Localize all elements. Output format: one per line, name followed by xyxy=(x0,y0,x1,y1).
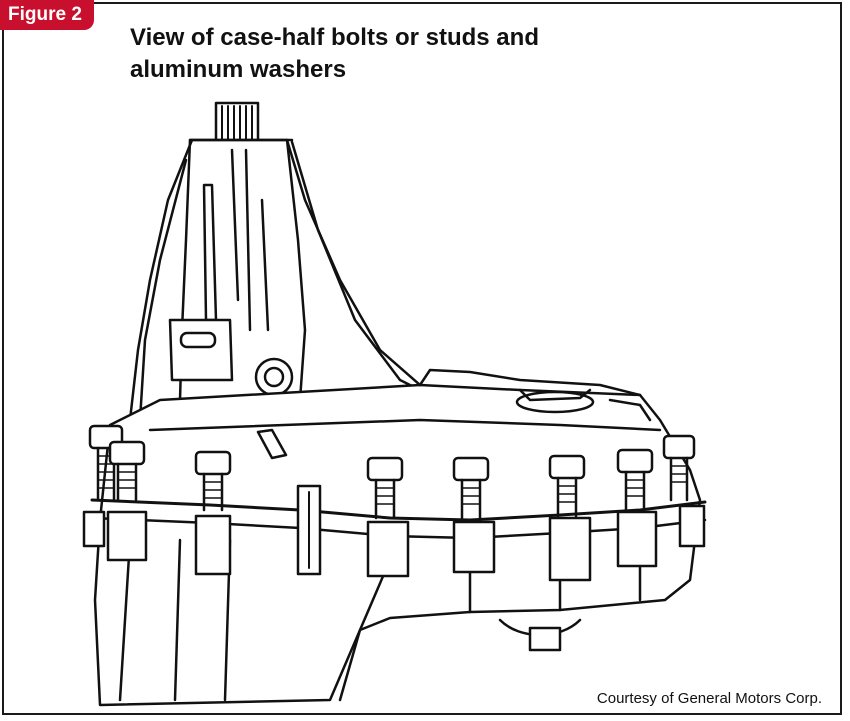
aluminum-washers xyxy=(82,504,706,582)
bolt xyxy=(452,456,490,522)
figure-title: View of case-half bolts or studs and alum… xyxy=(130,22,539,86)
figure-credit: Courtesy of General Motors Corp. xyxy=(596,690,822,707)
bolt xyxy=(616,448,654,512)
bolt xyxy=(366,456,404,520)
bolt xyxy=(548,454,586,518)
figure-label: Figure 2 xyxy=(0,0,94,30)
bolt xyxy=(108,440,146,502)
title-line-2: aluminum washers xyxy=(130,56,347,83)
case-half-bolts xyxy=(88,424,696,522)
title-line-1: View of case-half bolts or studs and xyxy=(130,24,539,51)
output-shaft xyxy=(214,101,260,143)
bolt xyxy=(662,434,696,502)
extension-housing xyxy=(128,138,432,422)
bolt xyxy=(194,450,232,512)
